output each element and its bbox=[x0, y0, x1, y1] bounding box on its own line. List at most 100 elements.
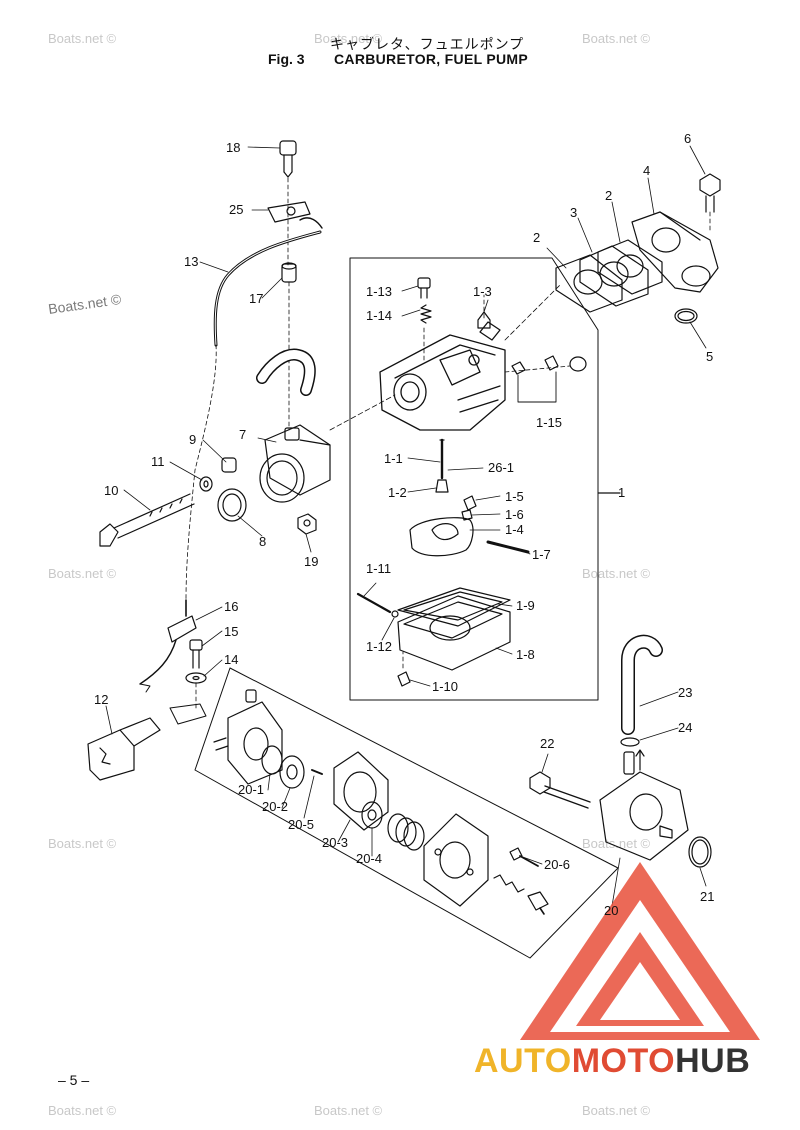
callout-2-front: 2 bbox=[533, 230, 541, 245]
fuel-pump-20-shape bbox=[599, 751, 689, 861]
cable-13-shape bbox=[185, 230, 322, 601]
o-ring-5-shape bbox=[674, 308, 698, 324]
logo-triangle-shape bbox=[520, 862, 760, 1040]
watermark: Boats.net © bbox=[48, 566, 117, 581]
callout-1-2: 1-2 bbox=[388, 485, 407, 500]
callout-3: 3 bbox=[570, 205, 578, 220]
callout-4: 4 bbox=[643, 163, 651, 178]
watermark: Boats.net © bbox=[48, 31, 117, 46]
callout-1-5: 1-5 bbox=[505, 489, 524, 504]
callout-18: 18 bbox=[226, 140, 241, 155]
diaphragm-20-3-shape bbox=[333, 751, 389, 831]
callout-21: 21 bbox=[700, 889, 715, 904]
watermark: Boats.net © bbox=[314, 31, 383, 46]
callout-6: 6 bbox=[684, 131, 692, 146]
callout-22: 22 bbox=[540, 736, 555, 751]
callout-10: 10 bbox=[104, 483, 119, 498]
callout-15: 15 bbox=[224, 624, 239, 639]
washer-14-shape bbox=[185, 672, 207, 684]
arrow-up-icon bbox=[635, 749, 645, 771]
watermark: Boats.net © bbox=[48, 1103, 117, 1118]
spacer-3-shape bbox=[579, 245, 649, 307]
watermark: Boats.net © bbox=[582, 31, 651, 46]
callout-9: 9 bbox=[189, 432, 197, 447]
gasket-8-shape bbox=[217, 488, 247, 522]
nut-19-shape bbox=[297, 513, 317, 535]
watermark: Boats.net © bbox=[582, 566, 651, 581]
clip-1-6-shape bbox=[461, 509, 473, 521]
silencer-7-shape bbox=[259, 424, 331, 503]
callout-13: 13 bbox=[184, 254, 199, 269]
callout-12: 12 bbox=[94, 692, 109, 707]
page-number: – 5 – bbox=[58, 1072, 90, 1088]
o-ring-21-shape bbox=[688, 836, 712, 868]
callout-11: 11 bbox=[151, 454, 165, 469]
main-jet-1-2-shape bbox=[435, 479, 449, 493]
figure-title: CARBURETOR, FUEL PUMP bbox=[334, 51, 529, 67]
hose-elbow-shape bbox=[256, 348, 316, 396]
callout-1-14: 1-14 bbox=[366, 308, 393, 323]
title-japanese: キャブレタ、フュエルポンプ bbox=[330, 37, 525, 53]
callout-1: 1 bbox=[618, 485, 626, 500]
callout-2-rear: 2 bbox=[605, 188, 613, 203]
callout-1-8: 1-8 bbox=[516, 647, 535, 662]
bracket-12-shape bbox=[87, 703, 207, 781]
callout-1-10: 1-10 bbox=[432, 679, 459, 694]
callout-1-9: 1-9 bbox=[516, 598, 535, 613]
screw-1-13-shape bbox=[417, 277, 431, 299]
bolt-10-shape bbox=[99, 493, 195, 547]
screw-15-shape bbox=[189, 639, 203, 669]
callout-20-6: 20-6 bbox=[544, 857, 571, 872]
watermark: Boats.net © bbox=[582, 1103, 651, 1118]
callout-1-7: 1-7 bbox=[532, 547, 551, 562]
screw-20-6-shape bbox=[509, 847, 539, 867]
screw-20-5-shape bbox=[311, 769, 323, 775]
callout-8: 8 bbox=[259, 534, 267, 549]
screw-1-3-shape bbox=[477, 311, 491, 329]
spring-pump-shape bbox=[387, 813, 425, 851]
assembly-line bbox=[504, 284, 561, 341]
watermark: Boats.net © bbox=[582, 836, 651, 851]
callout-1-3: 1-3 bbox=[473, 284, 492, 299]
callout-20-3: 20-3 bbox=[322, 835, 349, 850]
callout-20-5: 20-5 bbox=[288, 817, 315, 832]
bolt-18-shape bbox=[279, 140, 297, 178]
callout-5: 5 bbox=[706, 349, 714, 364]
assembly-line bbox=[329, 394, 396, 431]
brand-logo: AUTOMOTOHUB bbox=[474, 1042, 750, 1081]
pin-1-7-shape bbox=[486, 540, 530, 554]
nut-9-shape bbox=[221, 457, 237, 473]
callout-16: 16 bbox=[224, 599, 239, 614]
plunger-shape bbox=[527, 891, 549, 915]
drain-screw-1-10-shape bbox=[397, 651, 411, 687]
callout-19: 19 bbox=[304, 554, 319, 569]
callout-1-4: 1-4 bbox=[505, 522, 524, 537]
bolt-22-shape bbox=[529, 771, 591, 809]
gasket-20-1-shape bbox=[261, 745, 283, 775]
callout-1-15: 1-15 bbox=[536, 415, 563, 430]
carburetor-boundary-frame bbox=[349, 257, 599, 701]
callout-1-13: 1-13 bbox=[366, 284, 393, 299]
callout-20-2: 20-2 bbox=[262, 799, 289, 814]
cable-clamp-16-shape bbox=[139, 599, 197, 693]
fuel-pump-boundary-frame bbox=[194, 667, 619, 959]
carburetor-body-shape bbox=[379, 321, 506, 431]
callout-1-12: 1-12 bbox=[366, 639, 393, 654]
gasket-2-rear-shape bbox=[597, 239, 663, 295]
spring-small-shape bbox=[493, 874, 525, 893]
figure-number: Fig. 3 bbox=[268, 51, 305, 67]
callout-20-4: 20-4 bbox=[356, 851, 383, 866]
needle-1-1-shape bbox=[439, 438, 445, 480]
callout-1-6: 1-6 bbox=[505, 507, 524, 522]
intake-manifold-4-shape bbox=[631, 211, 719, 293]
logo-part-auto: AUTO bbox=[474, 1042, 572, 1080]
gasket-1-9-shape bbox=[397, 587, 511, 627]
callout-23: 23 bbox=[678, 685, 693, 700]
callout-14: 14 bbox=[224, 652, 239, 667]
callout-26-1: 26-1 bbox=[488, 460, 515, 475]
valve-20-2-shape bbox=[279, 755, 305, 789]
callout-25: 25 bbox=[229, 202, 244, 217]
float-chamber-1-8-shape bbox=[397, 595, 511, 671]
